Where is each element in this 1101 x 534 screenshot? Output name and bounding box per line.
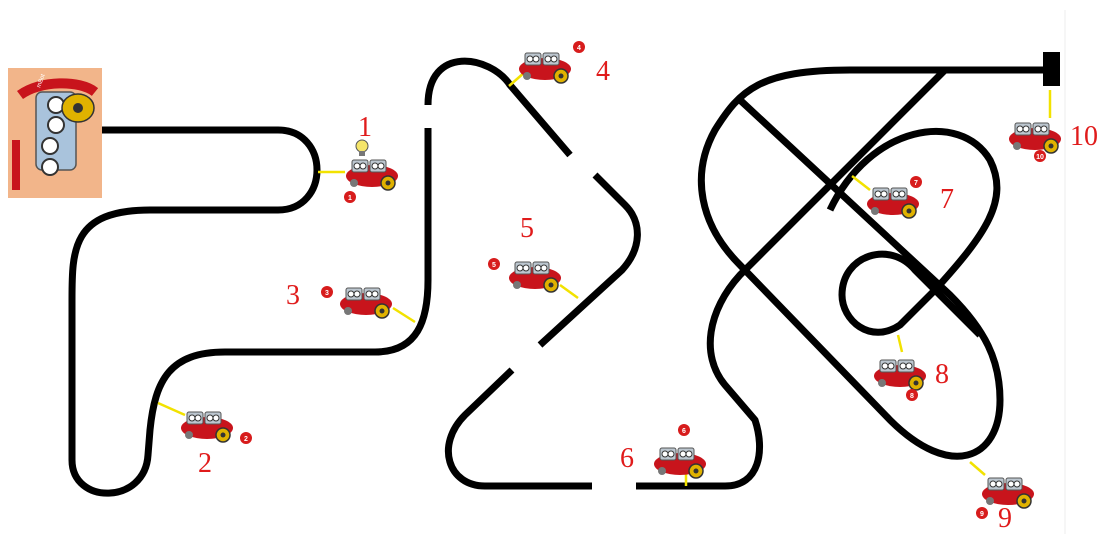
badge-4: 4 [573, 41, 585, 53]
car-icon-7 [867, 188, 919, 218]
checkpoint-number-2: 2 [198, 448, 212, 479]
checkpoint-number-5: 5 [520, 213, 534, 244]
checkpoint-number-7: 7 [940, 184, 954, 215]
svg-text:5: 5 [492, 262, 496, 269]
checkpoint-number-8: 8 [935, 359, 949, 390]
svg-text:7: 7 [914, 180, 918, 187]
svg-text:10: 10 [1036, 154, 1044, 161]
checkpoint-number-3: 3 [286, 280, 300, 311]
connector-5 [560, 285, 578, 298]
badge-8: 8 [906, 389, 918, 401]
finish-bar [1043, 52, 1060, 86]
badge-7: 7 [910, 176, 922, 188]
svg-text:2: 2 [244, 436, 248, 443]
start-card: mBot [8, 68, 102, 198]
badge-5: 5 [488, 258, 500, 270]
checkpoint-number-4: 4 [596, 56, 610, 87]
badge-2: 2 [240, 432, 252, 444]
connector-9 [970, 462, 985, 475]
car-icon-3 [340, 288, 392, 318]
car-icon-6 [654, 448, 706, 478]
badge-1: 1 [344, 191, 356, 203]
car-icon-4 [519, 53, 571, 83]
connector-2 [158, 403, 185, 415]
track-segment-triangle-bottom [448, 370, 592, 486]
checkpoint-number-6: 6 [620, 443, 634, 474]
svg-text:9: 9 [980, 511, 984, 518]
badge-9: 9 [976, 507, 988, 519]
connector-8 [898, 335, 902, 352]
checkpoint-number-1: 1 [358, 112, 372, 143]
connector-3 [393, 308, 415, 322]
svg-text:3: 3 [325, 290, 329, 297]
svg-text:8: 8 [910, 393, 914, 400]
badge-6: 6 [678, 424, 690, 436]
car-icon-10 [1009, 123, 1061, 153]
svg-text:6: 6 [682, 428, 686, 435]
track-segment-triangle-right [540, 175, 637, 345]
checkpoint-number-10: 10 [1070, 121, 1098, 152]
car-icon-1 [346, 160, 398, 190]
car-icon-5 [509, 262, 561, 292]
svg-text:1: 1 [348, 195, 352, 202]
connector-7 [852, 176, 870, 190]
car-icon-2 [181, 412, 233, 442]
checkpoint-number-9: 9 [998, 503, 1012, 534]
badge-10: 10 [1034, 150, 1046, 162]
car-icon-8 [874, 360, 926, 390]
badge-3: 3 [321, 286, 333, 298]
checkpoint-numbers: 1 2 3 4 5 6 7 8 9 10 [198, 56, 1098, 534]
svg-text:4: 4 [577, 45, 581, 52]
